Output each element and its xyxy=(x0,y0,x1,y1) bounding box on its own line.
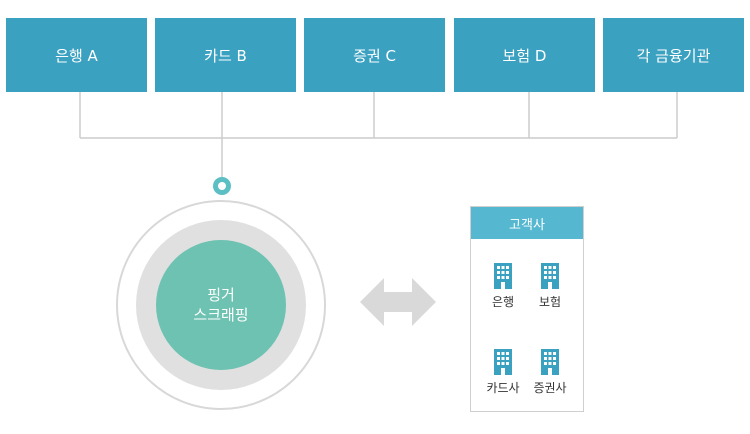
core-label-line2: 스크래핑 xyxy=(193,306,249,324)
client-item-insurance[interactable]: 보험 xyxy=(525,263,575,310)
connector-lines xyxy=(79,92,678,177)
core-label-line1: 핑거 xyxy=(207,286,235,304)
building-icon xyxy=(541,263,559,289)
bidirectional-arrow-icon xyxy=(360,278,436,326)
connector-node xyxy=(213,177,231,195)
institution-card-b[interactable]: 카드 B xyxy=(155,18,296,92)
building-icon xyxy=(494,349,512,375)
institution-securities-c[interactable]: 증권 C xyxy=(304,18,445,92)
building-icon xyxy=(541,349,559,375)
institution-bank-a[interactable]: 은행 A xyxy=(6,18,147,92)
institution-other[interactable]: 각 금융기관 xyxy=(603,18,744,92)
client-panel-title: 고객사 xyxy=(471,207,583,239)
client-item-securities[interactable]: 증권사 xyxy=(525,349,575,396)
client-item-label: 증권사 xyxy=(533,381,567,395)
client-item-bank[interactable]: 은행 xyxy=(478,263,528,310)
client-item-card[interactable]: 카드사 xyxy=(478,349,528,396)
finger-scraping-core: 핑거 스크래핑 xyxy=(156,240,286,370)
client-panel: 고객사 은행 보험 xyxy=(470,206,584,412)
client-item-label: 보험 xyxy=(538,295,562,309)
building-icon xyxy=(494,263,512,289)
institution-insurance-d[interactable]: 보험 D xyxy=(454,18,595,92)
client-item-label: 은행 xyxy=(491,295,515,309)
client-item-label: 카드사 xyxy=(486,381,520,395)
